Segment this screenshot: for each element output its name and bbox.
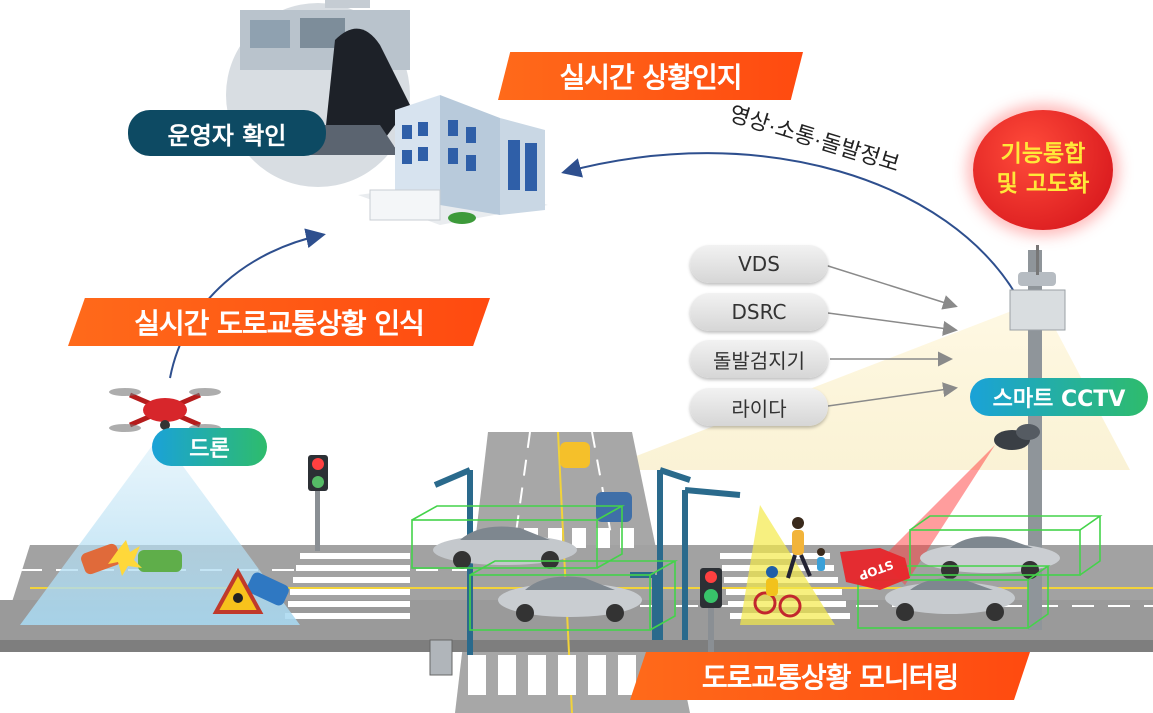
road-recognition-banner: 실시간 도로교통상황 인식 (68, 298, 490, 346)
crosswalk-bottom (468, 655, 636, 695)
control-center-photo (226, 0, 410, 187)
road-recognition-label: 실시간 도로교통상황 인식 (134, 307, 425, 340)
sensor-vds-pill: VDS (690, 245, 828, 283)
integration-label-line2: 및 고도화 (996, 171, 1090, 197)
sensor-dsrc-label: DSRC (731, 300, 787, 324)
sensor-lidar-pill: 라이다 (690, 388, 828, 426)
car-icon (433, 526, 577, 569)
cctv-red-beam (880, 445, 995, 585)
arrow-drone-to-center (169, 228, 326, 379)
control-box (429, 639, 453, 676)
drone-pill: 드론 (152, 428, 267, 466)
cyclist-icon (753, 566, 802, 618)
pedestrian-icon (786, 517, 825, 579)
sensor-dsrc-pill: DSRC (690, 293, 828, 331)
car-icon (498, 576, 642, 622)
cctv-pole-icon (994, 245, 1066, 630)
drone-icon (109, 388, 221, 432)
integration-label-line1: 기능통합 (1000, 141, 1086, 168)
situation-awareness-banner: 실시간 상황인지 (498, 52, 803, 100)
crosswalk-left (285, 553, 410, 619)
monitoring-banner: 도로교통상황 모니터링 (630, 652, 1030, 700)
arrow-cctv-to-center (561, 152, 1019, 299)
car-icon (596, 492, 632, 522)
cctv-coverage-beam (600, 300, 1130, 470)
building-icon (358, 95, 548, 225)
detection-boxes (411, 505, 1103, 631)
monitoring-label: 도로교통상황 모니터링 (701, 661, 959, 694)
sensor-incident-detector-pill: 돌발검지기 (690, 340, 828, 378)
sensor-vds-label: VDS (738, 252, 780, 276)
warning-sign-icon (212, 567, 264, 614)
sensor-incident-detector-label: 돌발검지기 (713, 348, 805, 373)
car-icon (885, 578, 1015, 621)
operator-check-pill: 운영자 확인 (128, 110, 326, 156)
drone-label: 드론 (189, 437, 230, 462)
stop-sign-icon: STOP (840, 548, 910, 590)
smart-cctv-label: 스마트 CCTV (992, 387, 1126, 412)
sensor-lidar-label: 라이다 (731, 396, 787, 421)
pedestrian-highlight (740, 505, 835, 625)
crash-cars-icon (81, 540, 289, 606)
drone-coverage-beam (20, 435, 300, 625)
smart-cctv-pill: 스마트 CCTV (970, 378, 1148, 416)
integration-badge: 기능통합 및 고도화 (973, 110, 1113, 230)
traffic-light-icon (308, 455, 722, 653)
car-icon (560, 442, 590, 468)
operator-check-label: 운영자 확인 (167, 121, 287, 150)
situation-awareness-label: 실시간 상황인지 (559, 61, 742, 94)
